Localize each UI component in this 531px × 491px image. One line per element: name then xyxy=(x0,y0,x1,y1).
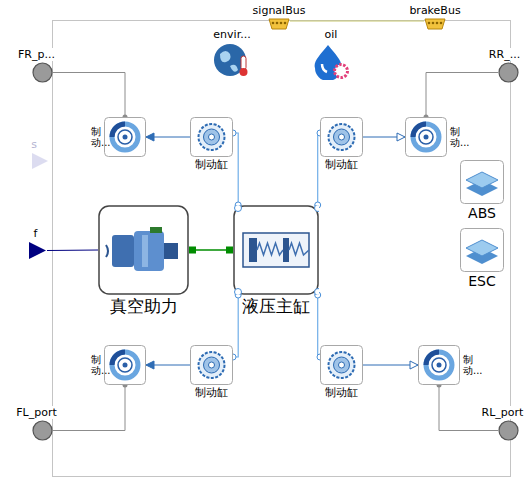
brake-icon xyxy=(104,345,146,385)
connector-line xyxy=(318,295,320,357)
inS-icon xyxy=(31,152,49,170)
connector-line xyxy=(233,133,238,205)
connector xyxy=(363,361,418,369)
brake-icon xyxy=(418,345,460,385)
block-label: 制动缸 xyxy=(325,158,358,171)
brake-disc-block: 制动... xyxy=(104,117,146,157)
block-label: 制动... xyxy=(91,126,101,148)
cyl-icon xyxy=(320,117,363,157)
port-icon xyxy=(32,420,53,441)
flange-square xyxy=(226,247,233,254)
connector xyxy=(189,247,233,254)
block-label: envir... xyxy=(213,28,250,41)
block-label: ESC xyxy=(468,273,496,290)
mc-icon xyxy=(233,205,319,295)
block-label: RR_... xyxy=(488,48,521,61)
arrowhead xyxy=(410,361,418,369)
block-label: 制动... xyxy=(463,354,473,376)
block-label: signalBus xyxy=(253,4,306,17)
connector xyxy=(146,361,190,369)
connector xyxy=(290,21,424,22)
ctrl-icon xyxy=(460,228,504,272)
block-label: RL_port xyxy=(481,406,525,419)
block-label: brakeBus xyxy=(409,4,460,17)
block-label: f xyxy=(34,227,38,240)
connector-line xyxy=(318,133,320,205)
connector-line xyxy=(53,385,125,431)
flange-port: RL_port xyxy=(498,420,519,441)
model-border xyxy=(53,21,511,477)
input-connector: s xyxy=(31,152,49,170)
connector-line xyxy=(426,73,498,118)
block-label: 制动... xyxy=(91,354,101,376)
bus-connector: signalBus xyxy=(268,18,290,30)
arrowhead xyxy=(146,361,154,369)
brake-icon xyxy=(405,117,447,157)
block-label: 制动缸 xyxy=(195,158,228,171)
brake-disc-block: 制动... xyxy=(418,345,460,385)
wheel-cylinder-block: 制动缸 xyxy=(320,345,363,385)
block-label: FL_port xyxy=(15,406,58,419)
oil-icon: oil xyxy=(312,42,350,80)
port-icon xyxy=(498,420,519,441)
ctrl-icon xyxy=(460,160,504,204)
port-icon xyxy=(32,62,53,83)
block-label: 真空助力 xyxy=(110,296,178,316)
cyl-icon xyxy=(190,117,233,157)
port-icon xyxy=(498,62,519,83)
arrowhead xyxy=(397,133,405,141)
wheel-cylinder-block: 制动缸 xyxy=(320,117,363,157)
bus-connector: brakeBus xyxy=(424,18,446,30)
block-label: s xyxy=(31,138,37,151)
flange-square xyxy=(189,247,196,254)
wheel-cylinder-block: 制动缸 xyxy=(190,117,233,157)
inF-icon xyxy=(28,241,47,260)
connector-line xyxy=(53,73,125,118)
connector xyxy=(424,73,499,120)
cyl-icon xyxy=(320,345,363,385)
flange-port: FL_port xyxy=(32,420,53,441)
block-label: ABS xyxy=(468,205,496,222)
block-label: 制动... xyxy=(450,126,460,148)
controller-block: ESC xyxy=(460,228,504,272)
connector-line xyxy=(233,295,238,357)
input-connector: f xyxy=(28,241,47,260)
controller-block: ABS xyxy=(460,160,504,204)
cyl-icon xyxy=(190,345,233,385)
brake-icon xyxy=(104,117,146,157)
connector-line xyxy=(47,250,98,252)
brake-disc-block: 制动... xyxy=(104,345,146,385)
block-label: FR_p... xyxy=(17,48,56,61)
bus-icon xyxy=(268,18,290,30)
block-label: 液压主缸 xyxy=(242,296,310,316)
block-label: oil xyxy=(325,28,338,41)
brake-disc-block: 制动... xyxy=(405,117,447,157)
connector xyxy=(363,133,405,141)
oil-icon xyxy=(312,42,350,80)
flange-port: FR_p... xyxy=(32,62,53,83)
connector xyxy=(47,250,98,252)
env-icon xyxy=(212,42,252,78)
connector xyxy=(146,133,190,141)
block-label: 制动缸 xyxy=(195,386,228,399)
connector xyxy=(53,73,128,120)
connector xyxy=(53,383,128,431)
connector-line xyxy=(290,21,424,22)
environment-icon: envir... xyxy=(212,42,252,78)
master-cylinder-block: 液压主缸 xyxy=(233,205,319,295)
vac-icon xyxy=(98,205,189,295)
arrowhead xyxy=(146,133,154,141)
block-label: 制动缸 xyxy=(325,386,358,399)
flange-port: RR_... xyxy=(498,62,519,83)
wheel-cylinder-block: 制动缸 xyxy=(190,345,233,385)
vacuum-booster-block: 真空助力 xyxy=(98,205,189,295)
bus-icon xyxy=(424,18,446,30)
